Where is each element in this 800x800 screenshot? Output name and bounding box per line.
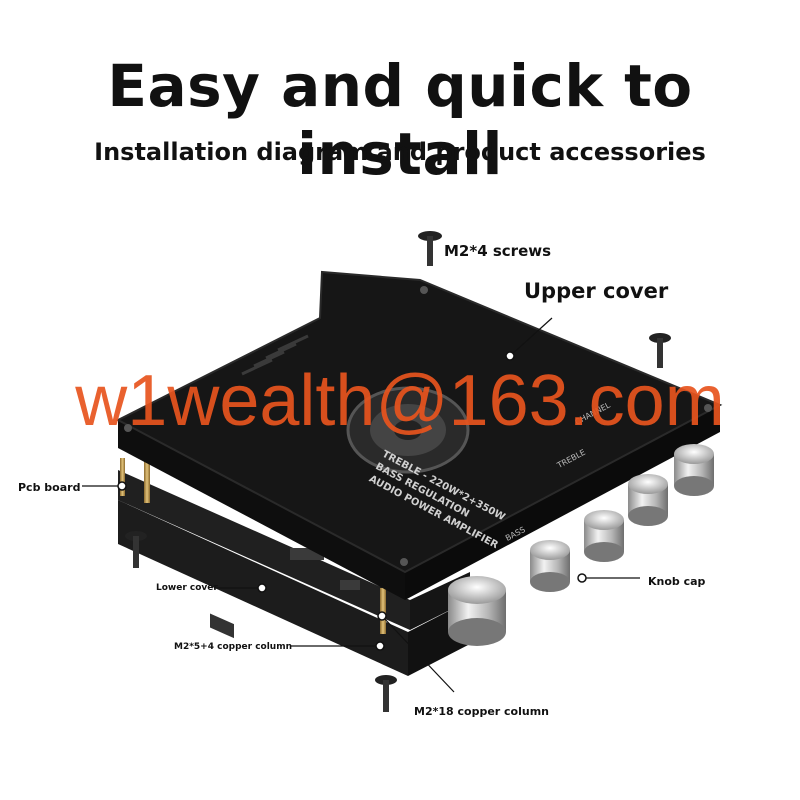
callout-screws: M2*4 screws xyxy=(444,242,552,260)
knob-volume xyxy=(448,576,506,646)
mount-hole xyxy=(704,404,712,412)
leader-lines xyxy=(82,317,640,693)
callout-copper-column-long: M2*18 copper column xyxy=(414,705,550,718)
upper-cover: TREBLE - 220W*2+350W BASS REGULATION AUD… xyxy=(115,270,723,600)
screw-left xyxy=(125,531,147,568)
callout-knob-cap: Knob cap xyxy=(648,575,706,588)
callout-copper-column-short: M2*5+4 copper column xyxy=(174,642,292,652)
knob-channel-b xyxy=(674,444,714,496)
knob-treble xyxy=(584,510,624,562)
page-subtitle: Installation diagram and product accesso… xyxy=(94,138,706,166)
cooling-fan xyxy=(346,386,470,474)
mount-hole xyxy=(400,558,408,566)
screw-bottom xyxy=(375,675,397,712)
callout-pcb-board: Pcb board xyxy=(18,481,81,494)
watermark-text: w1wealth@163.com xyxy=(75,361,725,441)
copper-columns xyxy=(120,455,386,634)
leader-dots xyxy=(117,351,587,651)
screw-top xyxy=(418,231,442,266)
callout-lower-cover: Lower cover xyxy=(156,583,218,593)
callout-upper-cover: Upper cover xyxy=(524,279,669,303)
mount-hole xyxy=(124,424,132,432)
screw-right xyxy=(649,333,671,368)
page-title: Easy and quick to install xyxy=(107,52,693,188)
heatsink xyxy=(241,334,309,376)
mount-hole xyxy=(420,286,428,294)
knob-bass xyxy=(530,540,570,592)
knob-channel-a xyxy=(628,474,668,526)
